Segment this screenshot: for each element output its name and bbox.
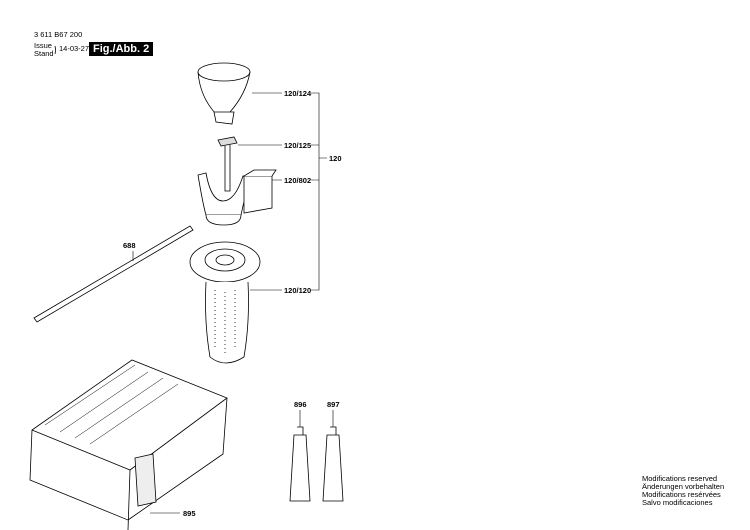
grease-tube-896 xyxy=(289,426,311,502)
footer-line: Salvo modificaciones xyxy=(642,498,713,507)
issue-label: Issue xyxy=(34,41,52,50)
footer-line: Modifications reserved xyxy=(642,474,718,483)
grip-part xyxy=(189,241,261,364)
label-120: 120 xyxy=(329,154,342,163)
issue-date: 14-03-27 xyxy=(59,44,90,53)
label-120-125: 120/125 xyxy=(284,141,312,150)
figure-label: Fig./Abb. 2 xyxy=(89,42,154,56)
bracket xyxy=(54,45,56,55)
document-number: 3 611 B67 200 xyxy=(34,30,83,39)
depth-rod-part xyxy=(33,225,194,323)
stand-label: Stand xyxy=(34,49,54,58)
screw-part xyxy=(217,136,238,192)
grease-tube-897 xyxy=(322,426,344,502)
handle-head-part xyxy=(197,169,277,226)
label-896: 896 xyxy=(294,400,307,409)
label-897: 897 xyxy=(327,400,340,409)
strap-part xyxy=(197,62,251,125)
leader-lines xyxy=(132,92,334,514)
label-120-802: 120/802 xyxy=(284,176,312,185)
label-120-120: 120/120 xyxy=(284,286,312,295)
label-895: 895 xyxy=(183,509,196,518)
footer-line: Modifications resérvées xyxy=(642,490,721,499)
label-120-124: 120/124 xyxy=(284,89,312,98)
label-688: 688 xyxy=(123,241,136,250)
carrying-case-part xyxy=(29,359,228,530)
footer-line: Änderungen vorbehalten xyxy=(642,482,725,491)
